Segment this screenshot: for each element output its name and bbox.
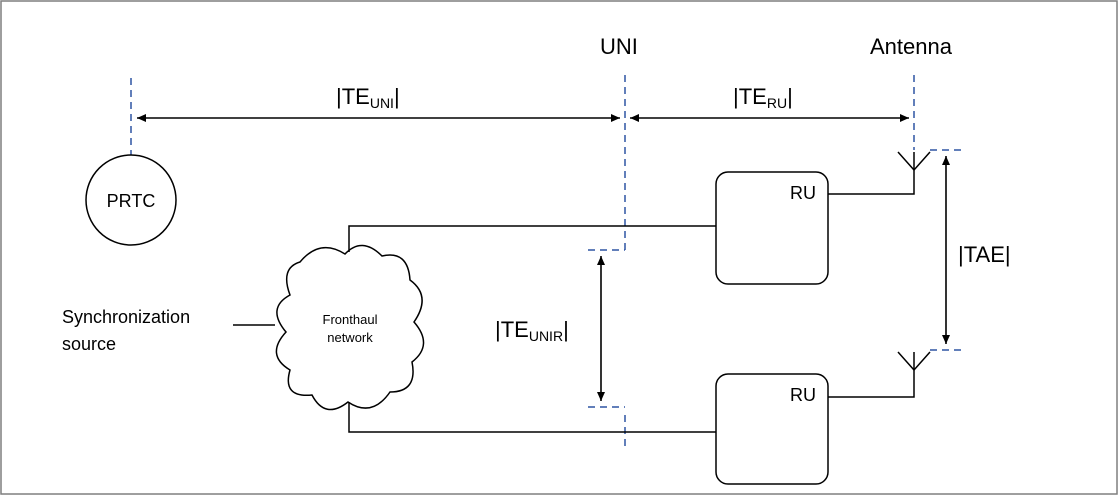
fronthaul-label-line2: network	[327, 330, 373, 345]
fronthaul-link-top	[348, 225, 716, 252]
antenna-bottom-icon	[897, 351, 931, 372]
fronthaul-network-cloud	[275, 244, 425, 411]
antenna-label: Antenna	[870, 34, 953, 59]
sync-source-label: Synchronization	[62, 307, 190, 327]
ru-bottom-label: RU	[790, 385, 816, 405]
ru-top-box	[715, 171, 829, 285]
te-uni-label: |TEUNI|	[336, 84, 400, 111]
uni-label: UNI	[600, 34, 638, 59]
prtc-label: PRTC	[107, 191, 156, 211]
tae-label: |TAE|	[958, 242, 1011, 267]
fronthaul-label-line1: Fronthaul	[323, 312, 378, 327]
ru-bottom-antenna-feed	[828, 352, 915, 398]
antenna-top-icon	[897, 151, 931, 172]
te-ru-label: |TERU|	[733, 84, 793, 111]
ru-bottom-box	[715, 373, 829, 485]
fronthaul-link-bottom	[348, 402, 716, 433]
ru-top-antenna-feed	[828, 152, 915, 195]
sync-source-label-2: source	[62, 334, 116, 354]
ru-top-label: RU	[790, 183, 816, 203]
te-unir-label: |TEUNIR|	[495, 317, 569, 344]
prtc-node	[85, 154, 177, 246]
